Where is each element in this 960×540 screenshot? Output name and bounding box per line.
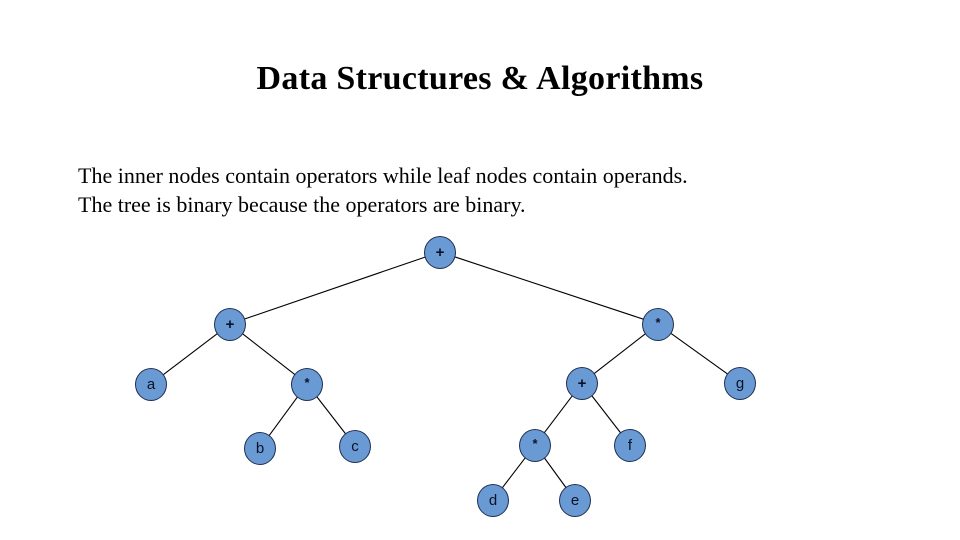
tree-node-label: b (255, 439, 265, 457)
tree-edge (669, 332, 729, 375)
tree-edge (244, 256, 426, 320)
tree-node-star: * (519, 429, 551, 462)
tree-node-label: + (225, 315, 235, 333)
tree-node-f: f (614, 429, 646, 462)
tree-node-plus: + (566, 367, 598, 400)
tree-node-label: * (655, 314, 661, 330)
tree-node-label: * (532, 435, 538, 451)
tree-node-label: f (627, 436, 633, 454)
tree-node-label: + (435, 243, 445, 261)
tree-node-a: a (135, 368, 167, 401)
body-line-2: The tree is binary because the operators… (78, 192, 526, 217)
slide-body-text: The inner nodes contain operators while … (78, 161, 878, 219)
tree-node-b: b (244, 432, 276, 465)
tree-edge (501, 456, 527, 489)
tree-node-e: e (559, 484, 591, 517)
tree-node-star: * (642, 308, 674, 341)
tree-edge (241, 332, 296, 376)
tree-edge (454, 256, 644, 320)
body-line-1: The inner nodes contain operators while … (78, 163, 688, 188)
tree-node-label: * (304, 374, 310, 390)
tree-edge (590, 394, 622, 434)
tree-edge (162, 332, 219, 376)
tree-node-c: c (339, 430, 371, 463)
tree-node-star: * (291, 368, 323, 401)
tree-edge (315, 395, 347, 435)
page-title: Data Structures & Algorithms (256, 60, 704, 97)
tree-node-label: e (570, 491, 580, 509)
tree-node-label: + (577, 374, 587, 392)
tree-node-label: d (488, 491, 498, 509)
tree-node-label: a (146, 375, 156, 393)
tree-edge (543, 456, 567, 489)
tree-node-label: g (735, 374, 745, 392)
tree-node-plus: + (214, 308, 246, 341)
tree-node-plus: + (424, 236, 456, 269)
tree-node-d: d (477, 484, 509, 517)
tree-node-label: c (351, 437, 359, 455)
tree-edge (268, 395, 299, 437)
tree-edge (543, 394, 574, 434)
tree-edge (593, 332, 647, 375)
tree-node-g: g (724, 367, 756, 400)
